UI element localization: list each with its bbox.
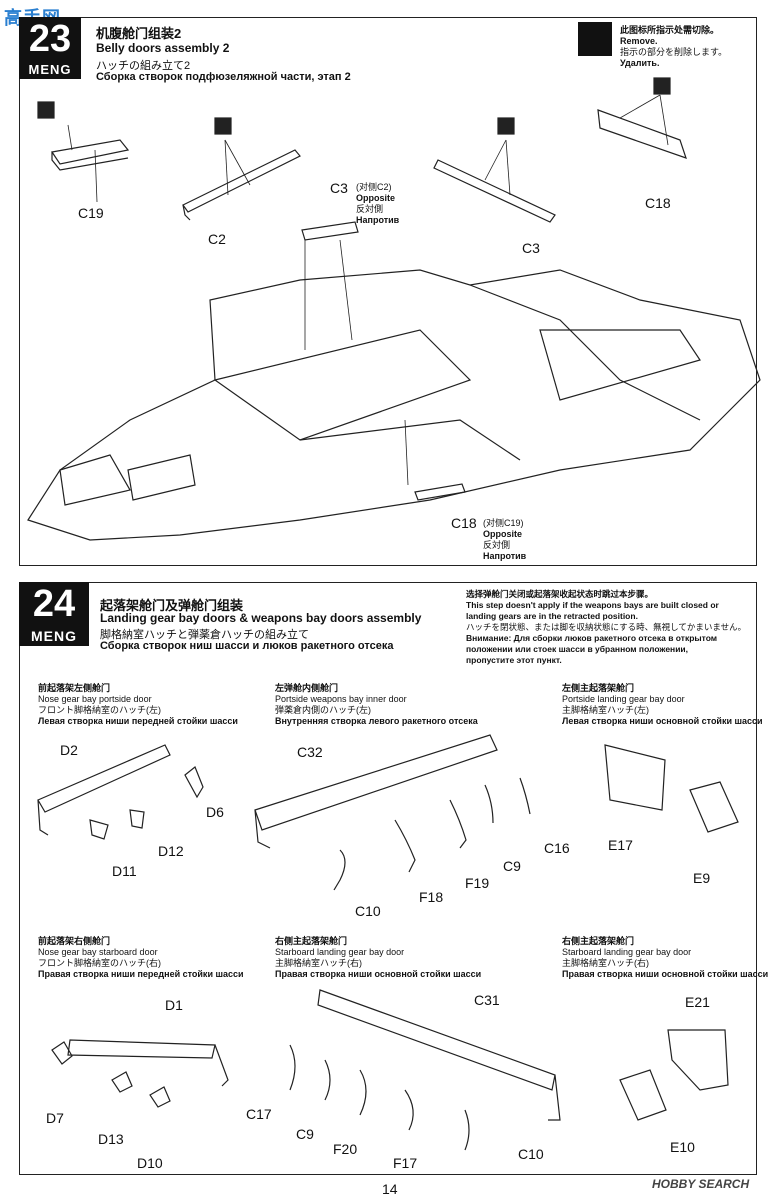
part-label: C16 (544, 840, 570, 856)
part-label: C17 (246, 1106, 272, 1122)
part-label: E10 (670, 1139, 695, 1155)
part-label: C10 (355, 903, 381, 919)
part-label: C18 (451, 515, 477, 531)
step23-title-ru: Сборка створок подфюзеляжной части, этап… (96, 71, 351, 83)
remove-cutter-icon (578, 22, 612, 56)
step24-title-cn: 起落架舱门及弹舱门组装 (100, 598, 244, 613)
step23-number: 23 (19, 17, 81, 61)
part-label: E21 (685, 994, 710, 1010)
part-label: D13 (98, 1131, 124, 1147)
part-label: E17 (608, 837, 633, 853)
part-label: D2 (60, 742, 78, 758)
step23-title-jp: ハッチの組み立て2 (96, 60, 191, 72)
part-label: D6 (206, 804, 224, 820)
part-label: F17 (393, 1155, 418, 1171)
part-label: F20 (333, 1141, 358, 1157)
remove-note: 此图标所指示处需切除。 Remove. 指示の部分を削除します。 Удалить… (620, 25, 728, 68)
part-label: C32 (297, 744, 323, 760)
part-label: C19 (78, 205, 104, 221)
part-label: C9 (503, 858, 521, 874)
step24-note: 选择弹舱门关闭或起落架收起状态时跳过本步骤。 This step doesn't… (466, 589, 747, 665)
step24-title-en: Landing gear bay doors & weapons bay doo… (100, 611, 422, 625)
part-label: C2 (208, 231, 226, 247)
part-label: D11 (112, 863, 137, 879)
part-label: F18 (419, 889, 444, 905)
part-label: C10 (518, 1146, 544, 1162)
opposite-note: (对侧C19) Opposite 反対側 Напротив (483, 518, 527, 561)
page-number: 14 (382, 1181, 398, 1197)
step24-panel (19, 582, 757, 1175)
part-label: D10 (137, 1155, 163, 1171)
part-label: C3 (522, 240, 540, 256)
part-label: D12 (158, 843, 184, 859)
step23-brand: MENG (19, 61, 81, 79)
step24-number: 24 (19, 582, 89, 626)
watermark-bottom: HOBBY SEARCH (652, 1177, 750, 1191)
opposite-note: (对侧C2) Opposite 反対側 Напротив (356, 182, 400, 225)
part-label: E9 (693, 870, 711, 886)
step23-panel (19, 17, 757, 566)
part-label: C31 (474, 992, 500, 1008)
step23-title-en: Belly doors assembly 2 (96, 41, 230, 55)
step24-title-ru: Сборка створок ниш шасси и люков ракетно… (100, 640, 394, 652)
part-label: F19 (465, 875, 490, 891)
part-label: D1 (165, 997, 183, 1013)
step24-title-jp: 脚格納室ハッチと弾薬倉ハッチの組み立て (100, 629, 309, 641)
part-label: C9 (296, 1126, 314, 1142)
step24-brand: MENG (19, 626, 89, 646)
step23-title-cn: 机腹舱门组装2 (96, 26, 182, 41)
part-label: C18 (645, 195, 671, 211)
part-label: D7 (46, 1110, 64, 1126)
part-label: C3 (330, 180, 348, 196)
